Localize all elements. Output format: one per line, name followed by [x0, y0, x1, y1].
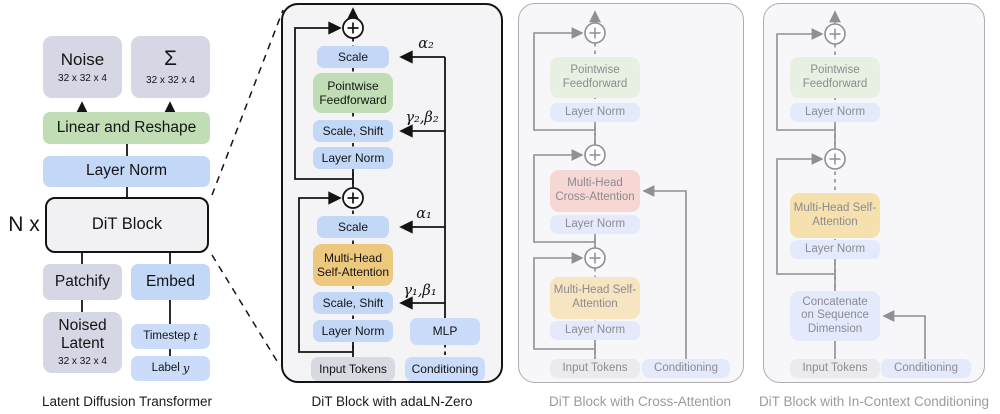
- concatenate-box: Concatenate on Sequence Dimension: [790, 291, 880, 341]
- panel3-caption: DiT Block with Cross-Attention: [548, 394, 732, 409]
- scale-shift-box: Scale, Shift: [313, 120, 393, 142]
- noise-label: Noise: [60, 49, 105, 69]
- noise-box: Noise 32 x 32 x 4: [43, 36, 122, 98]
- noised-latent-dims: 32 x 32 x 4: [58, 356, 107, 368]
- alpha2-label: α₂: [418, 36, 434, 52]
- scale-box: Scale: [317, 216, 389, 238]
- timestep-variable: t: [193, 328, 198, 343]
- conditioning-box: Conditioning: [642, 359, 730, 378]
- multi-head-cross-attention-box: Multi-Head Cross-Attention: [550, 170, 640, 212]
- pointwise-feedforward-box: Pointwise Feedforward: [550, 57, 640, 98]
- panel2-caption: DiT Block with adaLN-Zero: [311, 394, 473, 409]
- layer-norm-box: Layer Norm: [313, 320, 393, 342]
- layer-norm-box: Layer Norm: [43, 156, 210, 187]
- linear-reshape-box: Linear and Reshape: [43, 112, 210, 144]
- layer-norm-box: Layer Norm: [790, 103, 880, 122]
- noised-latent-label: Noised Latent: [58, 316, 107, 353]
- noised-latent-box: Noised Latent 32 x 32 x 4: [43, 312, 122, 373]
- panel1-caption: Latent Diffusion Transformer: [41, 394, 213, 409]
- zoom-callout-dashed-lines: [211, 9, 284, 367]
- panel4-caption: DiT Block with In-Context Conditioning: [758, 394, 990, 409]
- sigma-dims: 32 x 32 x 4: [146, 74, 195, 86]
- mlp-box: MLP: [410, 318, 480, 345]
- scale-shift-box: Scale, Shift: [313, 292, 393, 314]
- multi-head-self-attention-box: Multi-Head Self-Attention: [790, 193, 880, 238]
- noise-dims: 32 x 32 x 4: [58, 72, 107, 84]
- layer-norm-box: Layer Norm: [550, 103, 640, 122]
- conditioning-box: Conditioning: [881, 359, 971, 378]
- conditioning-box: Conditioning: [405, 357, 485, 381]
- label-variable: y: [182, 360, 190, 375]
- n-x-multiplier-label: N x: [8, 213, 40, 236]
- sigma-box: Σ 32 x 32 x 4: [131, 36, 210, 98]
- patchify-box: Patchify: [43, 264, 122, 300]
- embed-box: Embed: [131, 264, 210, 300]
- pointwise-feedforward-box: Pointwise Feedforward: [790, 57, 880, 98]
- scale-box: Scale: [317, 46, 389, 68]
- input-tokens-box: Input Tokens: [790, 359, 880, 378]
- alpha1-label: α₁: [416, 206, 432, 222]
- sigma-label: Σ: [164, 47, 177, 71]
- layer-norm-box: Layer Norm: [313, 147, 393, 169]
- dit-block-box: DiT Block: [45, 197, 209, 253]
- layer-norm-box: Layer Norm: [550, 321, 640, 340]
- pointwise-feedforward-box: Pointwise Feedforward: [313, 73, 393, 113]
- input-tokens-box: Input Tokens: [311, 357, 395, 381]
- layer-norm-box: Layer Norm: [790, 240, 880, 259]
- gamma2-beta2-label: γ₂,β₂: [405, 110, 439, 126]
- layer-norm-box: Layer Norm: [550, 215, 640, 234]
- input-tokens-box: Input Tokens: [550, 359, 640, 378]
- multi-head-self-attention-box: Multi-Head Self-Attention: [313, 244, 393, 286]
- multi-head-self-attention-box: Multi-Head Self-Attention: [550, 277, 640, 319]
- gamma1-beta1-label: γ₁,β₁: [403, 283, 437, 299]
